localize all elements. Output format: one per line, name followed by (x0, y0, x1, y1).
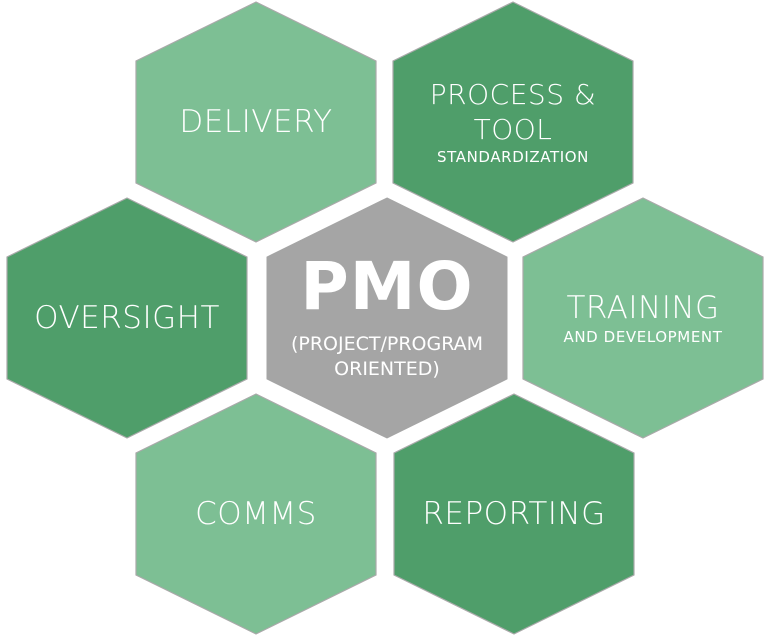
hex-reporting: REPORTING (393, 393, 635, 635)
pmo-subtitle-line1: (PROJECT/PROGRAM (290, 333, 484, 355)
hex-delivery: DELIVERY (135, 1, 377, 243)
hexagon-shape (266, 197, 508, 439)
hexagon-shape (135, 1, 377, 243)
hex-pmo-center: PMO (PROJECT/PROGRAM ORIENTED) (266, 197, 508, 439)
hex-reporting-label: REPORTING (422, 495, 606, 532)
hexagon-shape (392, 1, 634, 243)
hex-process-label-line1: PROCESS & (429, 78, 597, 111)
hexagon-shape (522, 197, 764, 439)
hex-process-tool: PROCESS & TOOL STANDARDIZATION (392, 1, 634, 243)
hex-training-sublabel: AND DEVELOPMENT (563, 327, 723, 346)
hexagon-shape (393, 393, 635, 635)
hex-oversight: OVERSIGHT (6, 197, 248, 439)
hex-delivery-label: DELIVERY (179, 103, 333, 140)
pmo-title: PMO (300, 248, 474, 325)
hex-oversight-label: OVERSIGHT (34, 299, 220, 336)
hex-training-label: TRAINING (566, 289, 720, 326)
hex-process-label-line2: TOOL (473, 113, 553, 146)
hex-training: TRAINING AND DEVELOPMENT (522, 197, 764, 439)
hex-comms: COMMS (135, 393, 377, 635)
hexagon-shape (135, 393, 377, 635)
pmo-subtitle-line2: ORIENTED) (334, 358, 440, 380)
hexagon-shape (6, 197, 248, 439)
hex-comms-label: COMMS (195, 495, 317, 532)
hex-process-sublabel: STANDARDIZATION (437, 148, 589, 166)
